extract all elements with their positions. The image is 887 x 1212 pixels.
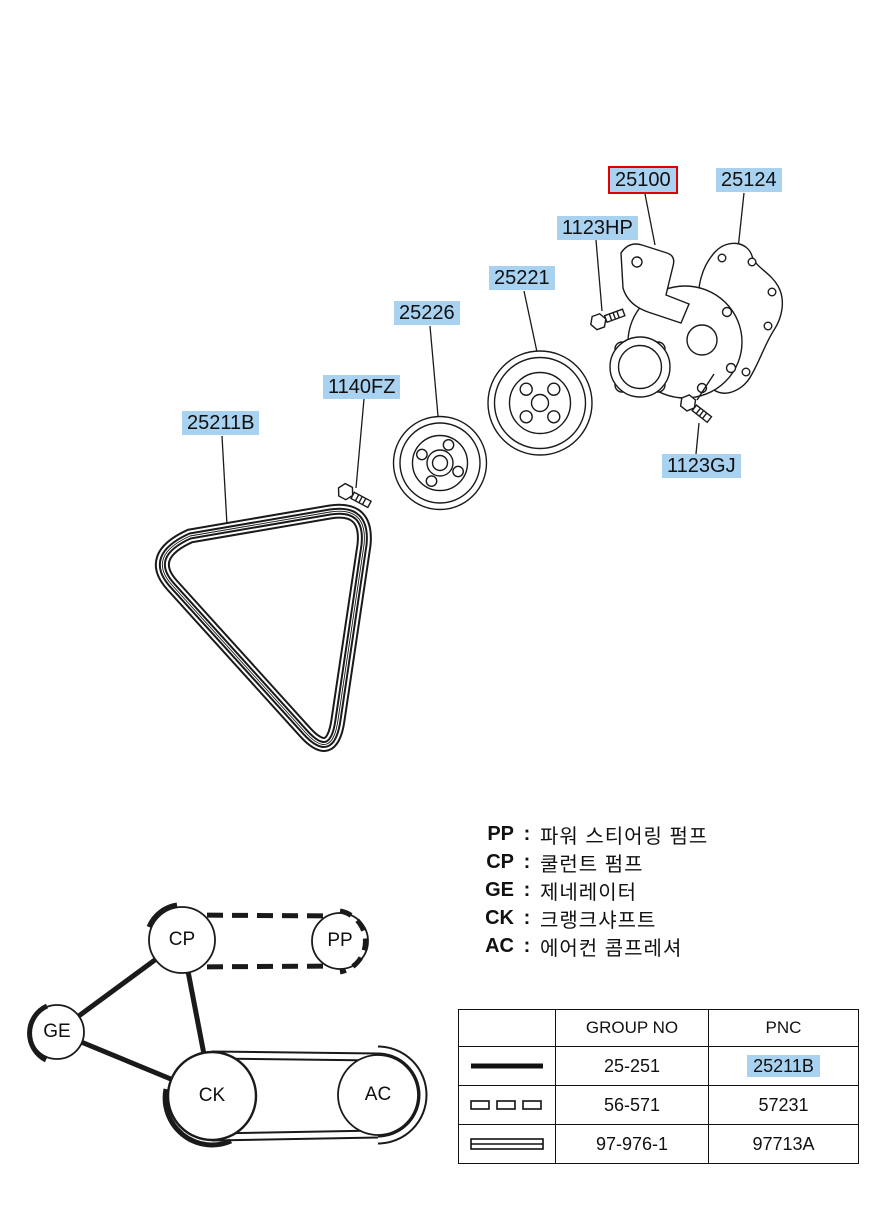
legend-label: 에어컨 콤프레셔 <box>540 937 683 960</box>
legend-colon: : <box>523 934 531 957</box>
part-label-1123hp[interactable]: 1123HP <box>557 216 638 240</box>
part-label-25221[interactable]: 25221 <box>489 266 555 290</box>
table-header-row: GROUP NO PNC <box>458 1009 859 1047</box>
table-row: 97-976-1 97713A <box>458 1124 859 1164</box>
belt-wrap-arcs <box>27 902 428 1148</box>
pnc-cell: 25211B <box>708 1046 859 1086</box>
group-pnc-table: GROUP NO PNC 25-251 25211B 56-571 57231 <box>458 1009 859 1164</box>
legend-label: 제네레이터 <box>540 881 637 904</box>
node-ck-circle <box>166 1050 258 1142</box>
pnc-cell: 57231 <box>708 1085 859 1125</box>
legend-row: CP : 쿨런트 펌프 <box>480 848 708 876</box>
legend-colon: : <box>523 878 531 901</box>
group-no-header: GROUP NO <box>555 1009 709 1047</box>
part-label-1123gj[interactable]: 1123GJ <box>662 454 741 478</box>
legend-code: CK <box>485 906 514 929</box>
bolt-1140fz <box>337 482 373 509</box>
node-label-cp: CP <box>168 929 196 950</box>
table-row: 56-571 57231 <box>458 1085 859 1125</box>
node-label-ck: CK <box>198 1085 226 1106</box>
bolt-1123hp <box>590 308 626 331</box>
legend-row: AC : 에어컨 콤프레셔 <box>480 932 708 960</box>
table-row: 25-251 25211B <box>458 1046 859 1086</box>
node-label-ac: AC <box>364 1084 392 1105</box>
dashed-belt-symbol-icon <box>458 1085 556 1125</box>
legend-label: 쿨런트 펌프 <box>540 853 644 876</box>
group-no-cell: 25-251 <box>555 1046 709 1086</box>
banded-belt-symbol-icon <box>458 1124 556 1164</box>
ribbed-belt-25211b <box>154 503 372 752</box>
dashed-belt-lines <box>181 912 341 970</box>
legend-label: 크랭크샤프트 <box>540 909 657 932</box>
legend-colon: : <box>523 906 531 929</box>
symbol-header <box>458 1009 556 1047</box>
legend-row: GE : 제네레이터 <box>480 876 708 904</box>
banded-belt-lines <box>211 1050 379 1142</box>
pulley-25226 <box>392 415 488 511</box>
part-label-25226[interactable]: 25226 <box>394 301 460 325</box>
node-ac-circle <box>337 1054 419 1136</box>
legend-code: AC <box>485 934 514 957</box>
bolt-1123gj <box>679 394 713 424</box>
legend-colon: : <box>523 822 531 845</box>
pnc-value-highlighted: 25211B <box>747 1054 820 1077</box>
part-label-25211b[interactable]: 25211B <box>182 411 260 435</box>
solid-belt-symbol-icon <box>458 1046 556 1086</box>
pnc-cell: 97713A <box>708 1124 859 1164</box>
group-no-cell: 97-976-1 <box>555 1124 709 1164</box>
legend-code: CP <box>486 850 514 873</box>
legend-row: PP : 파워 스티어링 펌프 <box>480 820 708 848</box>
node-cp-circle <box>148 906 216 974</box>
part-label-25100[interactable]: 25100 <box>608 166 678 194</box>
water-pump-25100 <box>609 243 743 401</box>
legend-row: CK : 크랭크샤프트 <box>480 904 708 932</box>
part-label-25124[interactable]: 25124 <box>716 168 782 192</box>
node-label-pp: PP <box>327 930 353 951</box>
belt-routing-diagram <box>27 902 428 1148</box>
node-label-ge: GE <box>43 1021 71 1042</box>
group-no-cell: 56-571 <box>555 1085 709 1125</box>
legend-colon: : <box>523 850 531 873</box>
legend-code: GE <box>485 878 514 901</box>
part-label-1140fz[interactable]: 1140FZ <box>323 375 401 399</box>
legend-code: PP <box>487 822 514 845</box>
abbreviation-legend: PP : 파워 스티어링 펌프 CP : 쿨런트 펌프 GE : 제네레이터 C… <box>480 820 708 960</box>
legend-label: 파워 스티어링 펌프 <box>540 825 709 848</box>
pulley-nodes <box>29 906 419 1142</box>
pulley-25221 <box>487 350 593 456</box>
pnc-header: PNC <box>708 1009 859 1047</box>
leader-lines <box>221 192 745 526</box>
